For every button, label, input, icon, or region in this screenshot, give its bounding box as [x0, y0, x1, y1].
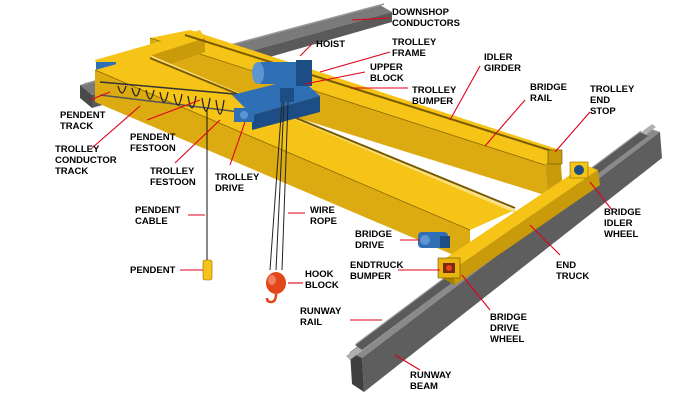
pendent-shape [202, 259, 213, 281]
label-line: DRIVE [215, 183, 244, 194]
label-line: ROPE [310, 216, 337, 227]
label-idler-girder: IDLER GIRDER [484, 52, 521, 74]
label-line: BRIDGE [530, 82, 567, 93]
label-endtruck-bumper: ENDTRUCK BUMPER [350, 260, 406, 282]
label-line: BUMPER [412, 96, 453, 107]
label-line: TROLLEY [392, 37, 437, 48]
label-line: TRUCK [556, 271, 589, 282]
trolley-conductor-track-shape [99, 81, 246, 113]
label-pendent: PENDENT [130, 265, 176, 276]
label-line: IDLER [604, 218, 633, 229]
trolley-frame-shape [232, 78, 320, 130]
label-line: HOIST [316, 39, 345, 50]
label-line: ENDTRUCK [350, 260, 403, 271]
label-wire-rope: WIRE ROPE [310, 205, 337, 227]
label-trolley-festoon: TROLLEY FESTOON [150, 166, 197, 188]
label-line: FESTOON [150, 177, 196, 188]
endtruck-bumper-shape [437, 257, 461, 279]
label-bridge-drive: BRIDGE DRIVE [355, 229, 395, 251]
wire-rope-shape [269, 101, 289, 271]
label-line: GIRDER [484, 63, 521, 74]
label-line: FRAME [392, 48, 426, 59]
label-pendent-track: PENDENT TRACK [60, 110, 108, 132]
label-line: IDLER [484, 52, 513, 63]
label-trolley-bumper: TROLLEY BUMPER [412, 85, 459, 107]
label-line: RAIL [300, 317, 322, 328]
label-hook-block: HOOK BLOCK [305, 269, 339, 291]
label-line: BLOCK [370, 73, 404, 84]
label-bridge-idler-wheel: BRIDGE IDLER WHEEL [604, 207, 644, 240]
label-bridge-rail: BRIDGE RAIL [530, 82, 570, 104]
labels: DOWNSHOP CONDUCTORS HOIST TROLLEY FRAME … [55, 7, 644, 392]
label-pendent-cable: PENDENT CABLE [135, 205, 183, 227]
label-trolley-end-stop: TROLLEY END STOP [590, 84, 637, 117]
label-line: PENDENT [60, 110, 106, 121]
label-line: TROLLEY [590, 84, 635, 95]
label-line: TROLLEY [412, 85, 457, 96]
label-line: DRIVE [490, 323, 519, 334]
label-line: TRACK [55, 166, 88, 177]
leader-lines [89, 17, 613, 371]
label-line: CONDUCTOR [55, 155, 117, 166]
label-line: UPPER [370, 62, 403, 73]
label-line: TROLLEY [150, 166, 195, 177]
label-line: BRIDGE [355, 229, 392, 240]
label-line: TRACK [60, 121, 93, 132]
label-line: BUMPER [350, 271, 391, 282]
label-end-truck: END TRUCK [556, 260, 589, 282]
label-line: TROLLEY [55, 144, 100, 155]
label-line: BRIDGE [604, 207, 641, 218]
label-line: TROLLEY [215, 172, 260, 183]
label-upper-block: UPPER BLOCK [370, 62, 405, 84]
label-line: DRIVE [355, 240, 384, 251]
label-runway-rail: RUNWAY RAIL [300, 306, 344, 328]
hoist-shape [252, 60, 312, 86]
label-line: RUNWAY [410, 370, 452, 381]
festoon-loops [117, 85, 225, 115]
label-downshop-conductors: DOWNSHOP CONDUCTORS [392, 7, 460, 29]
trolley-end-stop-shape [547, 149, 563, 165]
label-line: PENDENT [130, 265, 176, 276]
label-line: RUNWAY [300, 306, 342, 317]
label-trolley-frame: TROLLEY FRAME [392, 37, 439, 59]
label-line: WHEEL [490, 334, 525, 345]
label-line: CONDUCTORS [392, 18, 460, 29]
upper-block-shape [280, 88, 294, 102]
label-line: DOWNSHOP [392, 7, 450, 18]
label-line: BLOCK [305, 280, 339, 291]
label-hoist: HOIST [316, 39, 345, 50]
label-line: PENDENT [135, 205, 181, 216]
hook-block-shape [265, 272, 286, 304]
label-line: HOOK [305, 269, 334, 280]
trolley-drive-shape [234, 108, 254, 122]
label-trolley-drive: TROLLEY DRIVE [215, 172, 262, 194]
bridge-drive-shape [418, 232, 450, 248]
label-trolley-conductor-track: TROLLEY CONDUCTOR TRACK [55, 144, 119, 177]
label-line: END [556, 260, 576, 271]
label-line: WHEEL [604, 229, 639, 240]
bridge-idler-wheel-shape [569, 161, 589, 179]
label-line: PENDENT [130, 132, 176, 143]
label-line: END [590, 95, 610, 106]
label-line: RAIL [530, 93, 552, 104]
label-line: BEAM [410, 381, 438, 392]
label-line: BRIDGE [490, 312, 527, 323]
label-line: FESTOON [130, 143, 176, 154]
label-line: STOP [590, 106, 616, 117]
label-pendent-festoon: PENDENT FESTOON [130, 132, 178, 154]
bridge-rail-shape [149, 34, 556, 209]
label-line: CABLE [135, 216, 168, 227]
label-bridge-drive-wheel: BRIDGE DRIVE WHEEL [490, 312, 530, 345]
label-runway-beam: RUNWAY BEAM [410, 370, 454, 392]
label-line: WIRE [310, 205, 335, 216]
